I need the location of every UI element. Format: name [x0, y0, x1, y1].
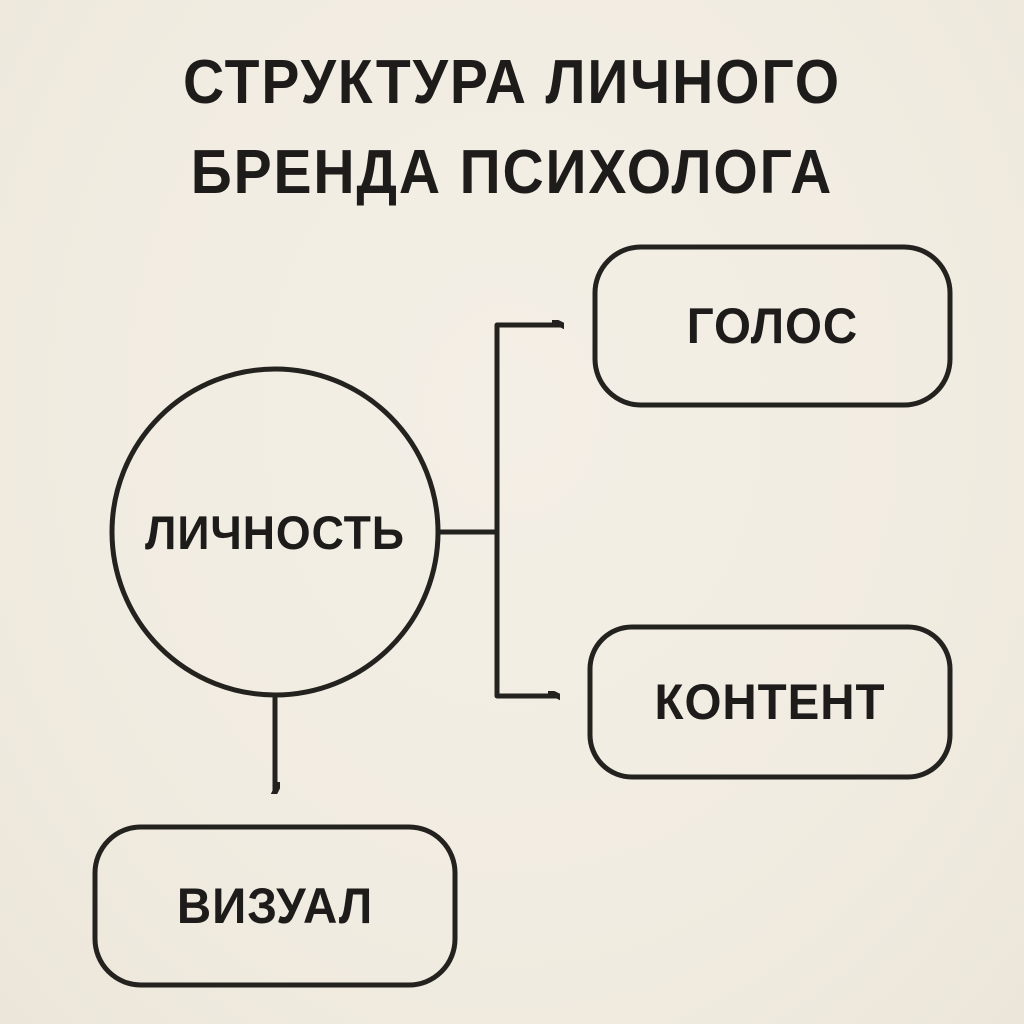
content-box [587, 624, 953, 780]
edge-personality-content [494, 529, 556, 696]
visual-box [92, 824, 458, 988]
voice-label: ГОЛОС [686, 298, 859, 354]
voice-box [592, 244, 953, 408]
title-line-2: БРЕНДА ПСИХОЛОГА [190, 137, 834, 207]
personality-label: ЛИЧНОСТЬ [145, 505, 405, 559]
visual-label: ВИЗУАЛ [176, 878, 374, 934]
page-title: СТРУКТУРА ЛИЧНОГО БРЕНДА ПСИХОЛОГА [41, 38, 983, 218]
edge-personality-voice [494, 325, 560, 535]
content-label: КОНТЕНТ [654, 674, 886, 730]
personality-circle [109, 366, 441, 698]
title-line-1: СТРУКТУРА ЛИЧНОГО [183, 48, 841, 117]
